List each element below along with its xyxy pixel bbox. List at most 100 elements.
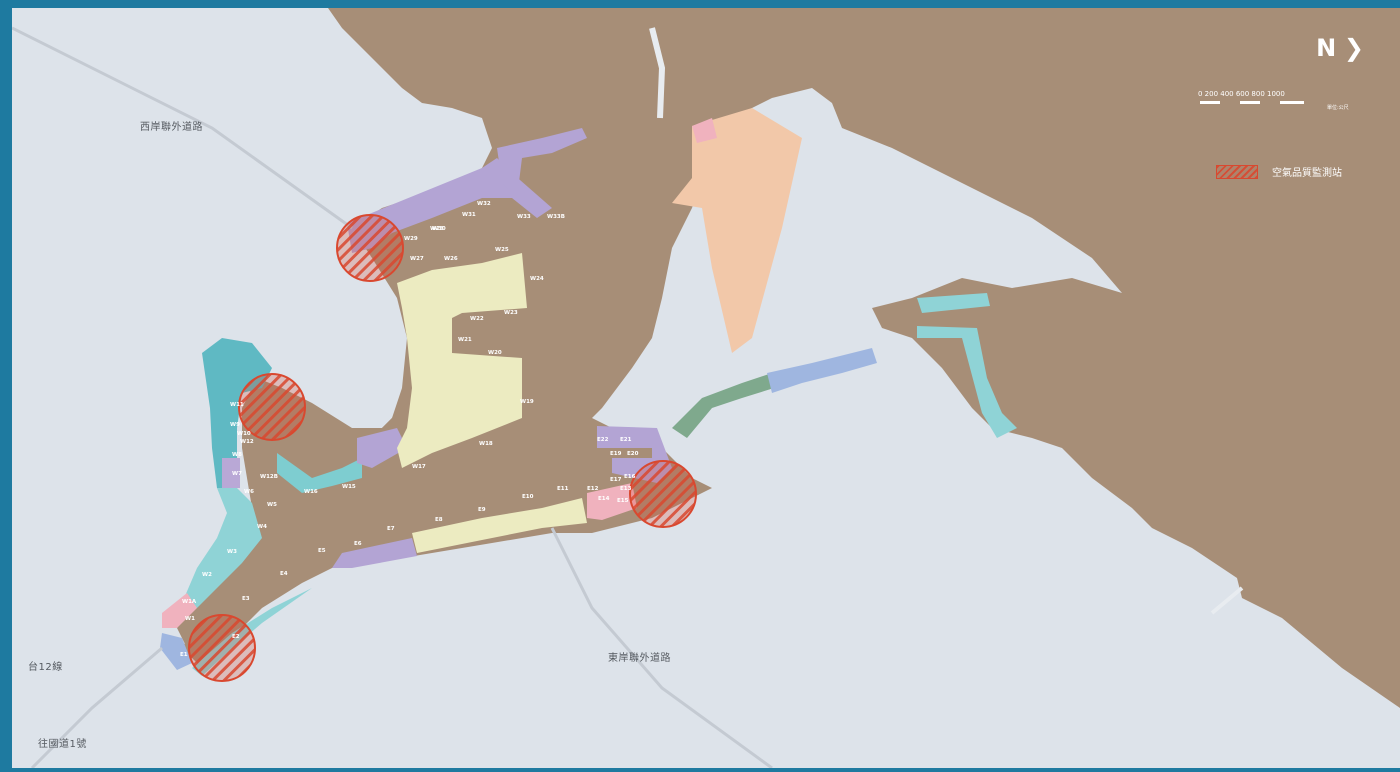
berth-label-e16: E16 — [624, 474, 636, 480]
road-label-national1: 往國道1號 — [38, 739, 87, 750]
berth-label-e1: E1 — [180, 652, 188, 658]
berth-label-w11: W11 — [230, 402, 244, 408]
berth-label-w19: W19 — [520, 399, 534, 405]
berth-label-w29: W29 — [404, 236, 418, 242]
zone-teal-east-top — [917, 293, 990, 313]
zone-west-pink — [162, 593, 197, 628]
berth-label-e2: E2 — [232, 634, 240, 640]
berth-label-w28: W28 — [430, 226, 444, 232]
berth-label-e4: E4 — [280, 571, 288, 577]
berth-label-e22: E22 — [597, 437, 609, 443]
legend: 空氣品質監測站 — [1216, 164, 1342, 179]
zone-blue-shore — [767, 348, 877, 393]
berth-label-w1: W1 — [185, 616, 195, 622]
scale-unit: 單位:公尺 — [1327, 105, 1349, 111]
berth-label-w18: W18 — [479, 441, 493, 447]
berth-label-e8: E8 — [435, 517, 443, 523]
berth-label-w6: W6 — [244, 489, 254, 495]
berth-label-e17: E17 — [610, 477, 622, 483]
berth-label-e5: E5 — [318, 548, 326, 554]
berth-label-w5: W5 — [267, 502, 277, 508]
road-east — [550, 527, 773, 770]
berth-label-w23: W23 — [504, 310, 518, 316]
berth-label-e7: E7 — [387, 526, 395, 532]
zone-teal-east-breakwater — [917, 326, 1017, 438]
berth-label-w12: W12 — [240, 439, 254, 445]
air-quality-station[interactable] — [629, 460, 697, 528]
berth-label-e14: E14 — [598, 496, 610, 502]
berth-label-w3: W3 — [227, 549, 237, 555]
berth-label-w31: W31 — [462, 212, 476, 218]
berth-label-w12b: W12B — [260, 474, 278, 480]
berth-label-w20: W20 — [488, 350, 502, 356]
berth-label-w24: W24 — [530, 276, 544, 282]
inner-basin — [182, 378, 712, 668]
berth-label-w10: W10 — [237, 431, 251, 437]
berth-label-e19: E19 — [610, 451, 622, 457]
road-label-west: 西岸聯外道路 — [140, 122, 203, 133]
zone-pink-east — [587, 483, 637, 520]
berth-label-w16: W16 — [304, 489, 318, 495]
air-quality-station[interactable] — [238, 373, 306, 441]
berth-label-w9: W9 — [230, 422, 240, 428]
berth-label-w27: W27 — [410, 256, 424, 262]
road-sw — [30, 646, 163, 770]
berth-label-e6: E6 — [354, 541, 362, 547]
north-letter: N — [1316, 34, 1337, 62]
berth-label-w8: W8 — [232, 452, 242, 458]
berth-label-w33b: W33B — [547, 214, 565, 220]
zone-west-purple — [222, 458, 240, 488]
scale-ticks: 0 200 400 600 800 1000 — [1198, 90, 1285, 98]
zone-teal-w15 — [277, 453, 362, 493]
berth-label-w30: W30 — [432, 226, 446, 232]
north-arrow-icon: ❯ — [1336, 34, 1364, 62]
berth-label-w21: W21 — [458, 337, 472, 343]
berth-label-e10: E10 — [522, 494, 534, 500]
north-indicator: N ❯ — [1316, 34, 1364, 62]
berth-label-w2: W2 — [202, 572, 212, 578]
pier-north — [649, 27, 666, 119]
berth-label-w22: W22 — [470, 316, 484, 322]
berth-label-e3: E3 — [242, 596, 250, 602]
berth-label-w4: W4 — [257, 524, 267, 530]
scale-bar — [1200, 101, 1304, 104]
zone-peach-east — [672, 108, 802, 353]
zone-yellow-central — [397, 253, 527, 468]
road-label-prov12: 台12線 — [28, 662, 63, 673]
berth-label-e21: E21 — [620, 437, 632, 443]
berth-label-e9: E9 — [478, 507, 486, 513]
road-west — [11, 26, 353, 230]
berth-label-e13: E13 — [620, 486, 632, 492]
berth-label-e15: E15 — [617, 498, 629, 504]
road-label-east: 東岸聯外道路 — [608, 653, 671, 664]
berth-label-w25: W25 — [495, 247, 509, 253]
air-quality-station[interactable] — [188, 614, 256, 682]
zone-purple-north-pier — [497, 128, 587, 198]
berth-label-e20: E20 — [627, 451, 639, 457]
zone-purple-south — [332, 538, 417, 568]
berth-label-e11: E11 — [557, 486, 569, 492]
zone-yellow-south — [412, 498, 587, 553]
zone-west-teal-lower — [182, 488, 262, 608]
berth-label-w15: W15 — [342, 484, 356, 490]
berth-label-w7: W7 — [232, 471, 242, 477]
zone-green-shore — [672, 373, 774, 438]
berth-label-w26: W26 — [444, 256, 458, 262]
pier-ne-long — [1210, 586, 1244, 615]
berth-label-w17: W17 — [412, 464, 426, 470]
berth-label-w32: W32 — [477, 201, 491, 207]
zone-west-blue-tip — [160, 633, 192, 670]
berth-label-w1a: W1A — [182, 599, 197, 605]
berth-label-e12: E12 — [587, 486, 599, 492]
zone-pink-east-north — [692, 118, 717, 143]
air-quality-station[interactable] — [336, 214, 404, 282]
legend-label: 空氣品質監測站 — [1272, 168, 1342, 179]
zone-west-teal-breakwater — [202, 338, 272, 488]
berth-label-w33: W33 — [517, 214, 531, 220]
zone-purple-w16 — [357, 428, 407, 468]
legend-hatch-swatch — [1216, 164, 1258, 179]
